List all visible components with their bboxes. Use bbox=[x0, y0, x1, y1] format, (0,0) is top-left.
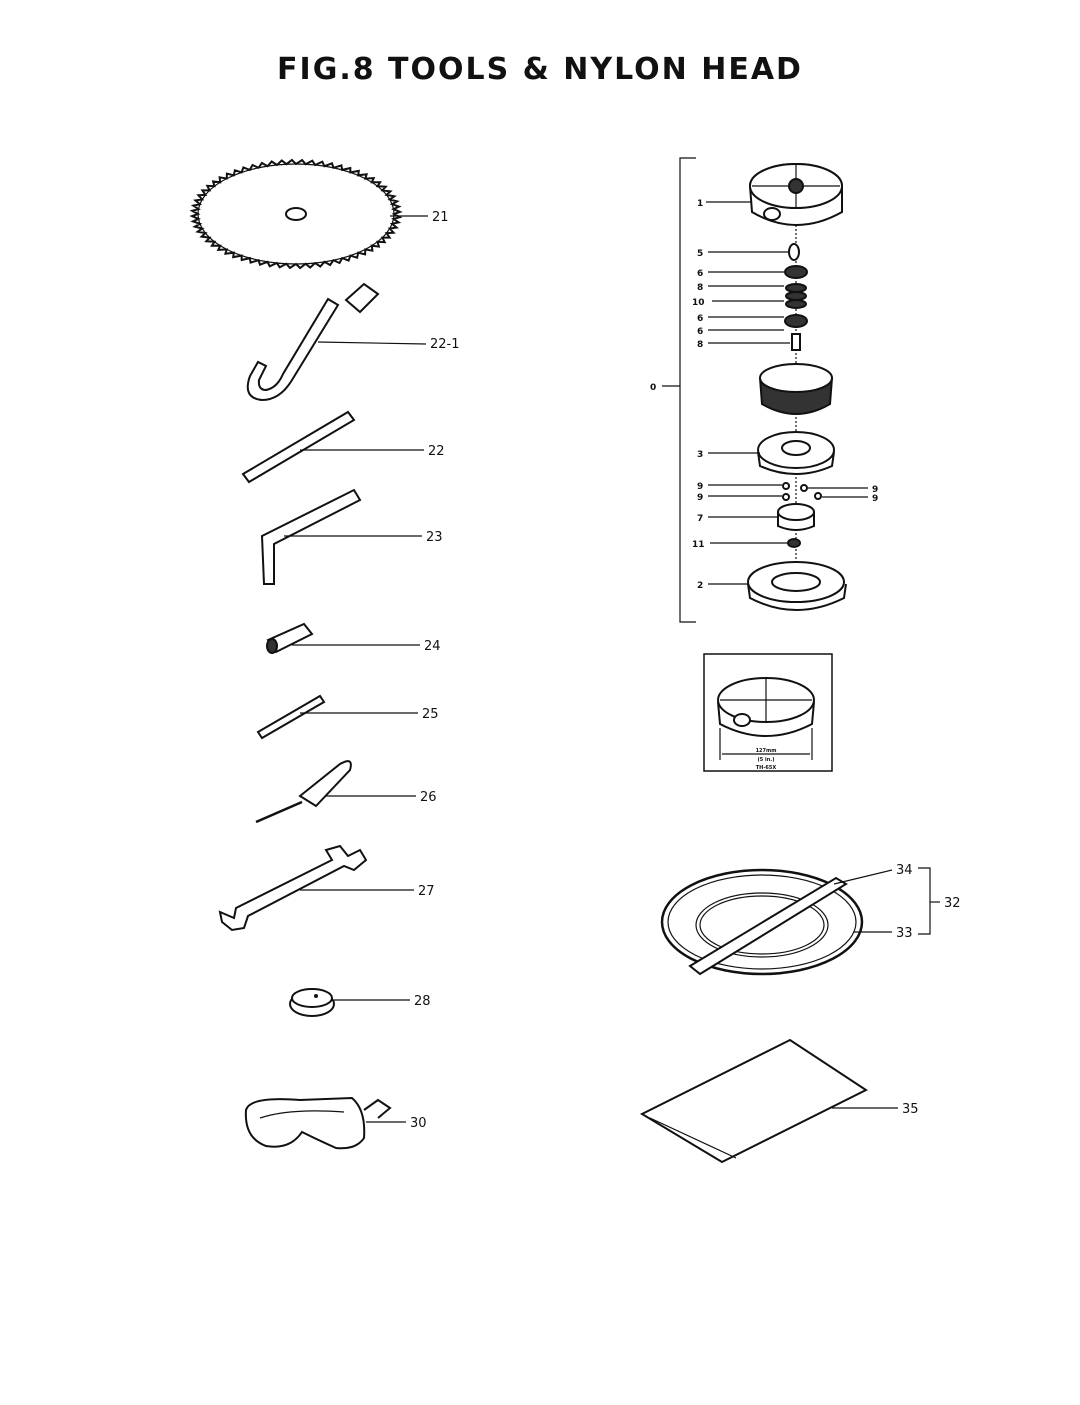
spool bbox=[758, 363, 834, 415]
label-6b: 6 bbox=[697, 314, 703, 324]
cap-28: 28 bbox=[289, 988, 431, 1017]
inset-dim-mm: 127mm bbox=[756, 748, 777, 754]
label-32: 32 bbox=[944, 896, 961, 911]
inset-nylon-head: 127mm (5 in.) TH-65X bbox=[703, 653, 833, 772]
label-24: 24 bbox=[424, 639, 441, 654]
label-7: 7 bbox=[697, 514, 703, 524]
spring-10: 10 bbox=[692, 283, 807, 309]
label-5: 5 bbox=[697, 249, 703, 259]
label-9d: 9 bbox=[872, 494, 878, 504]
washer-11: 11 bbox=[692, 538, 801, 550]
label-9c: 9 bbox=[872, 485, 878, 495]
label-35: 35 bbox=[902, 1102, 919, 1117]
label-1: 1 bbox=[697, 199, 703, 209]
label-8b: 8 bbox=[697, 340, 703, 350]
label-6a: 6 bbox=[697, 269, 703, 279]
saw-blade-21: 21 bbox=[189, 158, 449, 270]
head-cover-1: 1 bbox=[697, 163, 843, 226]
label-21: 21 bbox=[432, 210, 449, 225]
label-28: 28 bbox=[414, 994, 431, 1009]
washer-6b: 6 bbox=[697, 314, 808, 328]
balls-9: 9 9 9 9 bbox=[697, 482, 878, 504]
label-3: 3 bbox=[697, 450, 703, 460]
bolt-8b: 8 bbox=[697, 333, 801, 351]
label-30: 30 bbox=[410, 1116, 427, 1131]
hook-rod-22-1: 22-1 bbox=[246, 282, 460, 402]
screwdriver-26: 26 bbox=[255, 760, 437, 824]
inset-dim-in: (5 in.) bbox=[758, 757, 775, 763]
part-8a: 8 bbox=[697, 283, 784, 293]
spool-plate-3: 3 bbox=[697, 431, 835, 475]
label-9a: 9 bbox=[697, 482, 703, 492]
label-34: 34 bbox=[896, 863, 913, 878]
label-0: 0 bbox=[650, 383, 656, 393]
label-33: 33 bbox=[896, 926, 913, 941]
spanner-27: 27 bbox=[218, 844, 435, 932]
pin-5: 5 bbox=[697, 243, 800, 261]
socket-24: 24 bbox=[266, 622, 441, 654]
ratchet-7: 7 bbox=[697, 503, 815, 531]
label-25: 25 bbox=[422, 707, 439, 722]
label-2: 2 bbox=[697, 581, 703, 591]
manual-35: 35 bbox=[639, 1038, 919, 1164]
nylon-head-group-bracket: 0 bbox=[650, 157, 696, 623]
hex-wrench-23: 23 bbox=[260, 488, 443, 585]
label-23: 23 bbox=[426, 530, 443, 545]
pin-25: 25 bbox=[256, 694, 439, 740]
label-22-1: 22-1 bbox=[430, 337, 460, 352]
washer-6c: 6 bbox=[697, 327, 784, 337]
label-11: 11 bbox=[692, 540, 705, 550]
label-26: 26 bbox=[420, 790, 437, 805]
goggles-30: 30 bbox=[244, 1096, 427, 1150]
washer-6a: 6 bbox=[697, 265, 808, 279]
page-title: FIG.8 TOOLS & NYLON HEAD bbox=[277, 52, 803, 87]
label-10: 10 bbox=[692, 298, 705, 308]
line-coil-32: 34 33 32 bbox=[660, 863, 961, 976]
label-6c: 6 bbox=[697, 327, 703, 337]
bar-22: 22 bbox=[241, 410, 445, 484]
base-2: 2 bbox=[697, 561, 847, 611]
label-8a: 8 bbox=[697, 283, 703, 293]
label-27: 27 bbox=[418, 884, 435, 899]
label-9b: 9 bbox=[697, 493, 703, 503]
inset-model: TH-65X bbox=[756, 765, 777, 771]
label-22: 22 bbox=[428, 444, 445, 459]
